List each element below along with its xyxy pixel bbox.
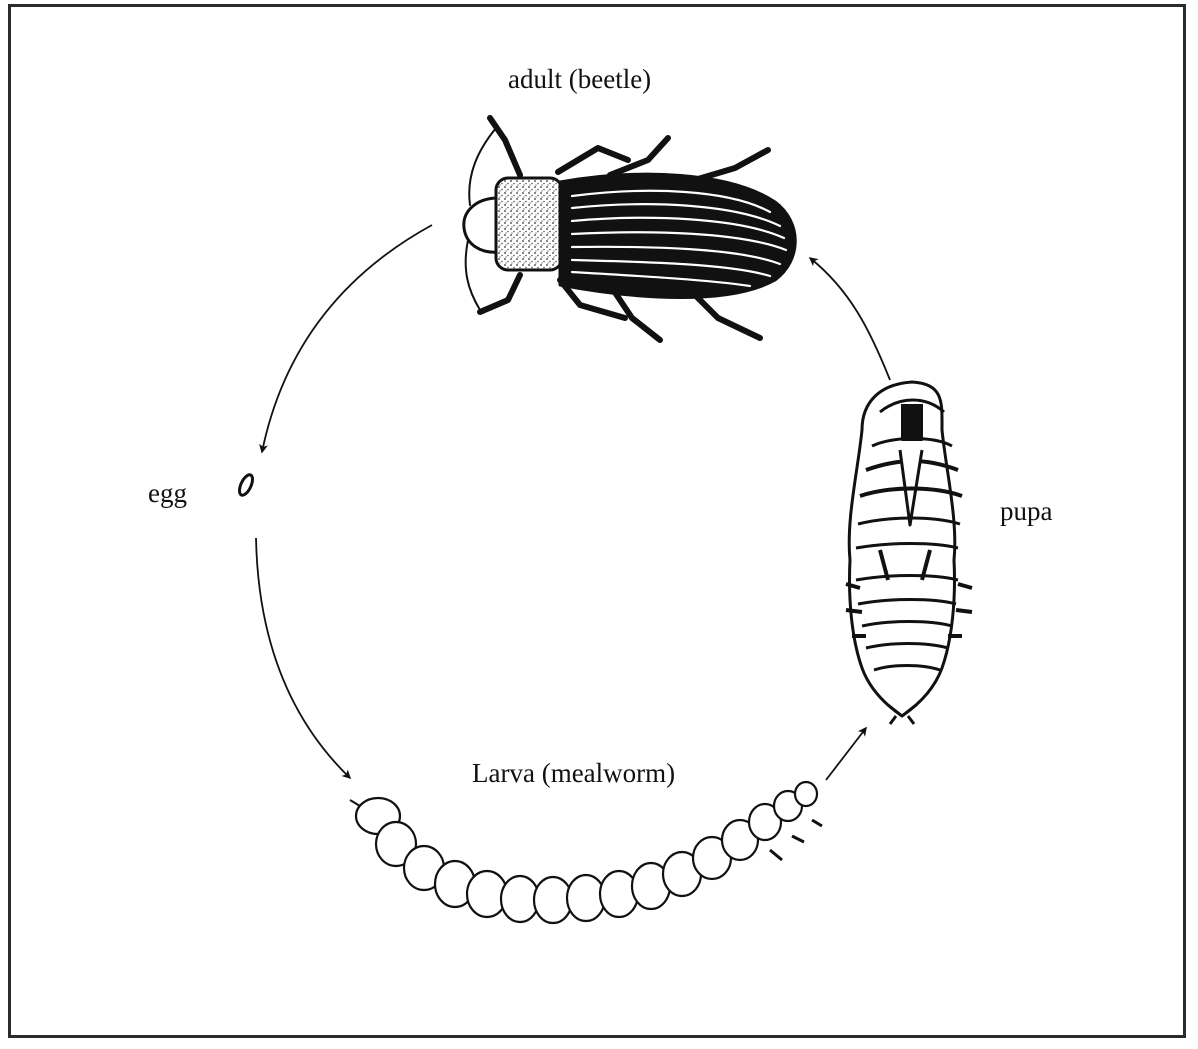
arrow-egg-to-larva	[256, 538, 350, 778]
egg-drawing	[237, 473, 255, 497]
adult-stage-label: adult (beetle)	[508, 66, 651, 93]
pupa-drawing	[846, 382, 972, 724]
larva-stage-label: Larva (mealworm)	[472, 760, 675, 787]
larva-drawing	[350, 782, 822, 923]
pupa-stage-label: pupa	[1000, 498, 1052, 525]
egg-stage-label: egg	[148, 480, 187, 507]
cycle-arrows	[256, 225, 890, 780]
beetle-drawing	[464, 118, 795, 340]
arrow-adult-to-egg	[262, 225, 432, 452]
arrow-pupa-to-adult	[810, 258, 890, 380]
arrow-larva-to-pupa	[826, 728, 866, 780]
